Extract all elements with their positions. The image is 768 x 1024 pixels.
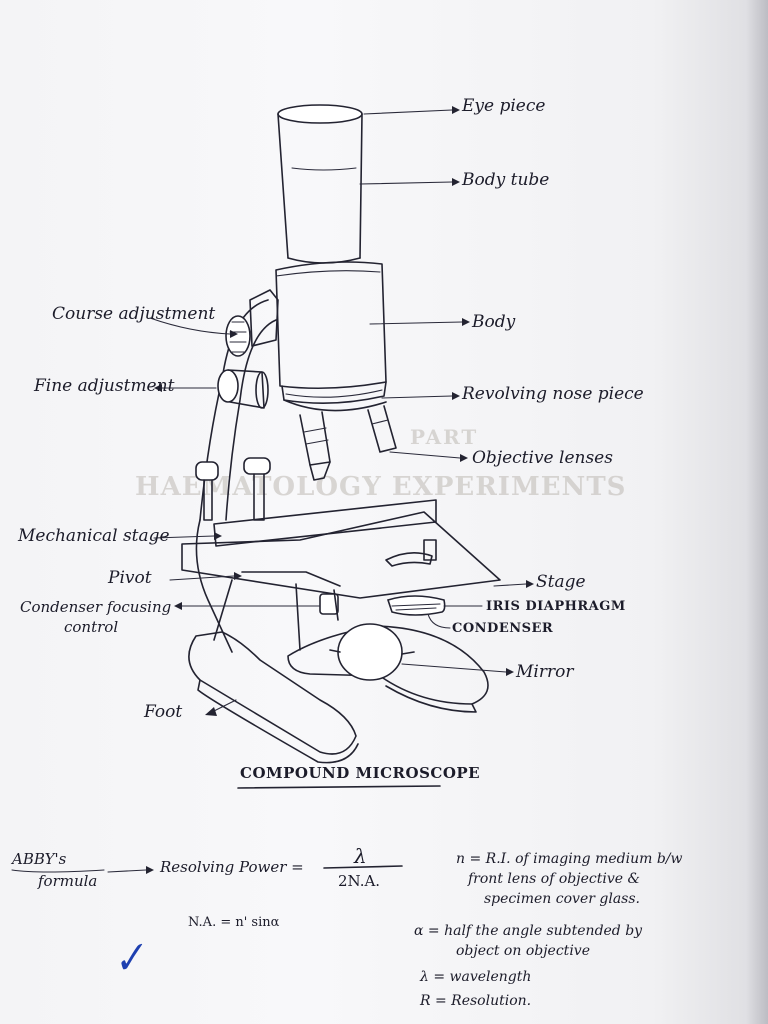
- label-stage: Stage: [536, 572, 586, 592]
- formula-numerator: λ: [354, 844, 367, 868]
- r-definition: R = Resolution.: [420, 993, 532, 1009]
- label-coarse-adjustment: Course adjustment: [52, 304, 216, 324]
- bleed-through-part: PART: [410, 425, 479, 449]
- n-definition-line2: front lens of objective &: [468, 871, 640, 887]
- fraction-bar: [323, 865, 403, 869]
- diagram-title: COMPOUND MICROSCOPE: [240, 764, 481, 782]
- n-definition-line3: specimen cover glass.: [484, 891, 640, 907]
- stage-knobs-shape: [195, 457, 271, 521]
- condenser-shape: [241, 571, 446, 621]
- coarse-knob-shape: [225, 289, 279, 357]
- alpha-definition-line2: object on objective: [456, 943, 590, 959]
- label-foot: Foot: [144, 702, 183, 722]
- label-pivot: Pivot: [108, 568, 152, 588]
- page-edge-shadow: [746, 0, 768, 1024]
- label-arrows: [149, 106, 534, 716]
- title-underline: [237, 785, 441, 789]
- fine-knob-shape: [217, 369, 269, 409]
- label-mechanical-stage: Mechanical stage: [18, 526, 170, 546]
- eyepiece-shape: [277, 104, 363, 264]
- pillar-shape: [213, 579, 301, 651]
- formula-name-line1: ABBY's: [12, 850, 67, 868]
- stage-shape: [181, 499, 501, 599]
- formula-name-line2: formula: [38, 872, 98, 890]
- label-eye-piece: Eye piece: [462, 96, 546, 116]
- label-body-tube: Body tube: [462, 170, 550, 190]
- label-condenser-focusing: Condenser focusing: [20, 598, 172, 616]
- label-condenser: CONDENSER: [452, 621, 554, 636]
- nosepiece-shape: [283, 399, 397, 481]
- formula-denominator: 2N.A.: [338, 872, 381, 890]
- alpha-definition-line1: α = half the angle subtended by: [414, 923, 643, 939]
- label-objective-lenses: Objective lenses: [472, 448, 613, 468]
- na-definition: N.A. = n' sinα: [188, 915, 280, 930]
- label-fine-adjustment: Fine adjustment: [34, 376, 175, 396]
- formula-strokes: [11, 865, 403, 874]
- lambda-definition: λ = wavelength: [420, 969, 532, 985]
- body-shape: [275, 261, 387, 404]
- label-revolving-nose-piece: Revolving nose piece: [462, 384, 644, 404]
- n-definition-line1: n = R.I. of imaging medium b/w: [456, 851, 683, 867]
- label-condenser-control: control: [64, 618, 119, 636]
- mirror-shape: [329, 623, 415, 681]
- label-mirror: Mirror: [516, 662, 574, 682]
- label-iris-diaphragm: IRIS DIAPHRAGM: [486, 599, 626, 614]
- resolving-power-text: Resolving Power =: [160, 858, 304, 876]
- label-body: Body: [472, 312, 516, 332]
